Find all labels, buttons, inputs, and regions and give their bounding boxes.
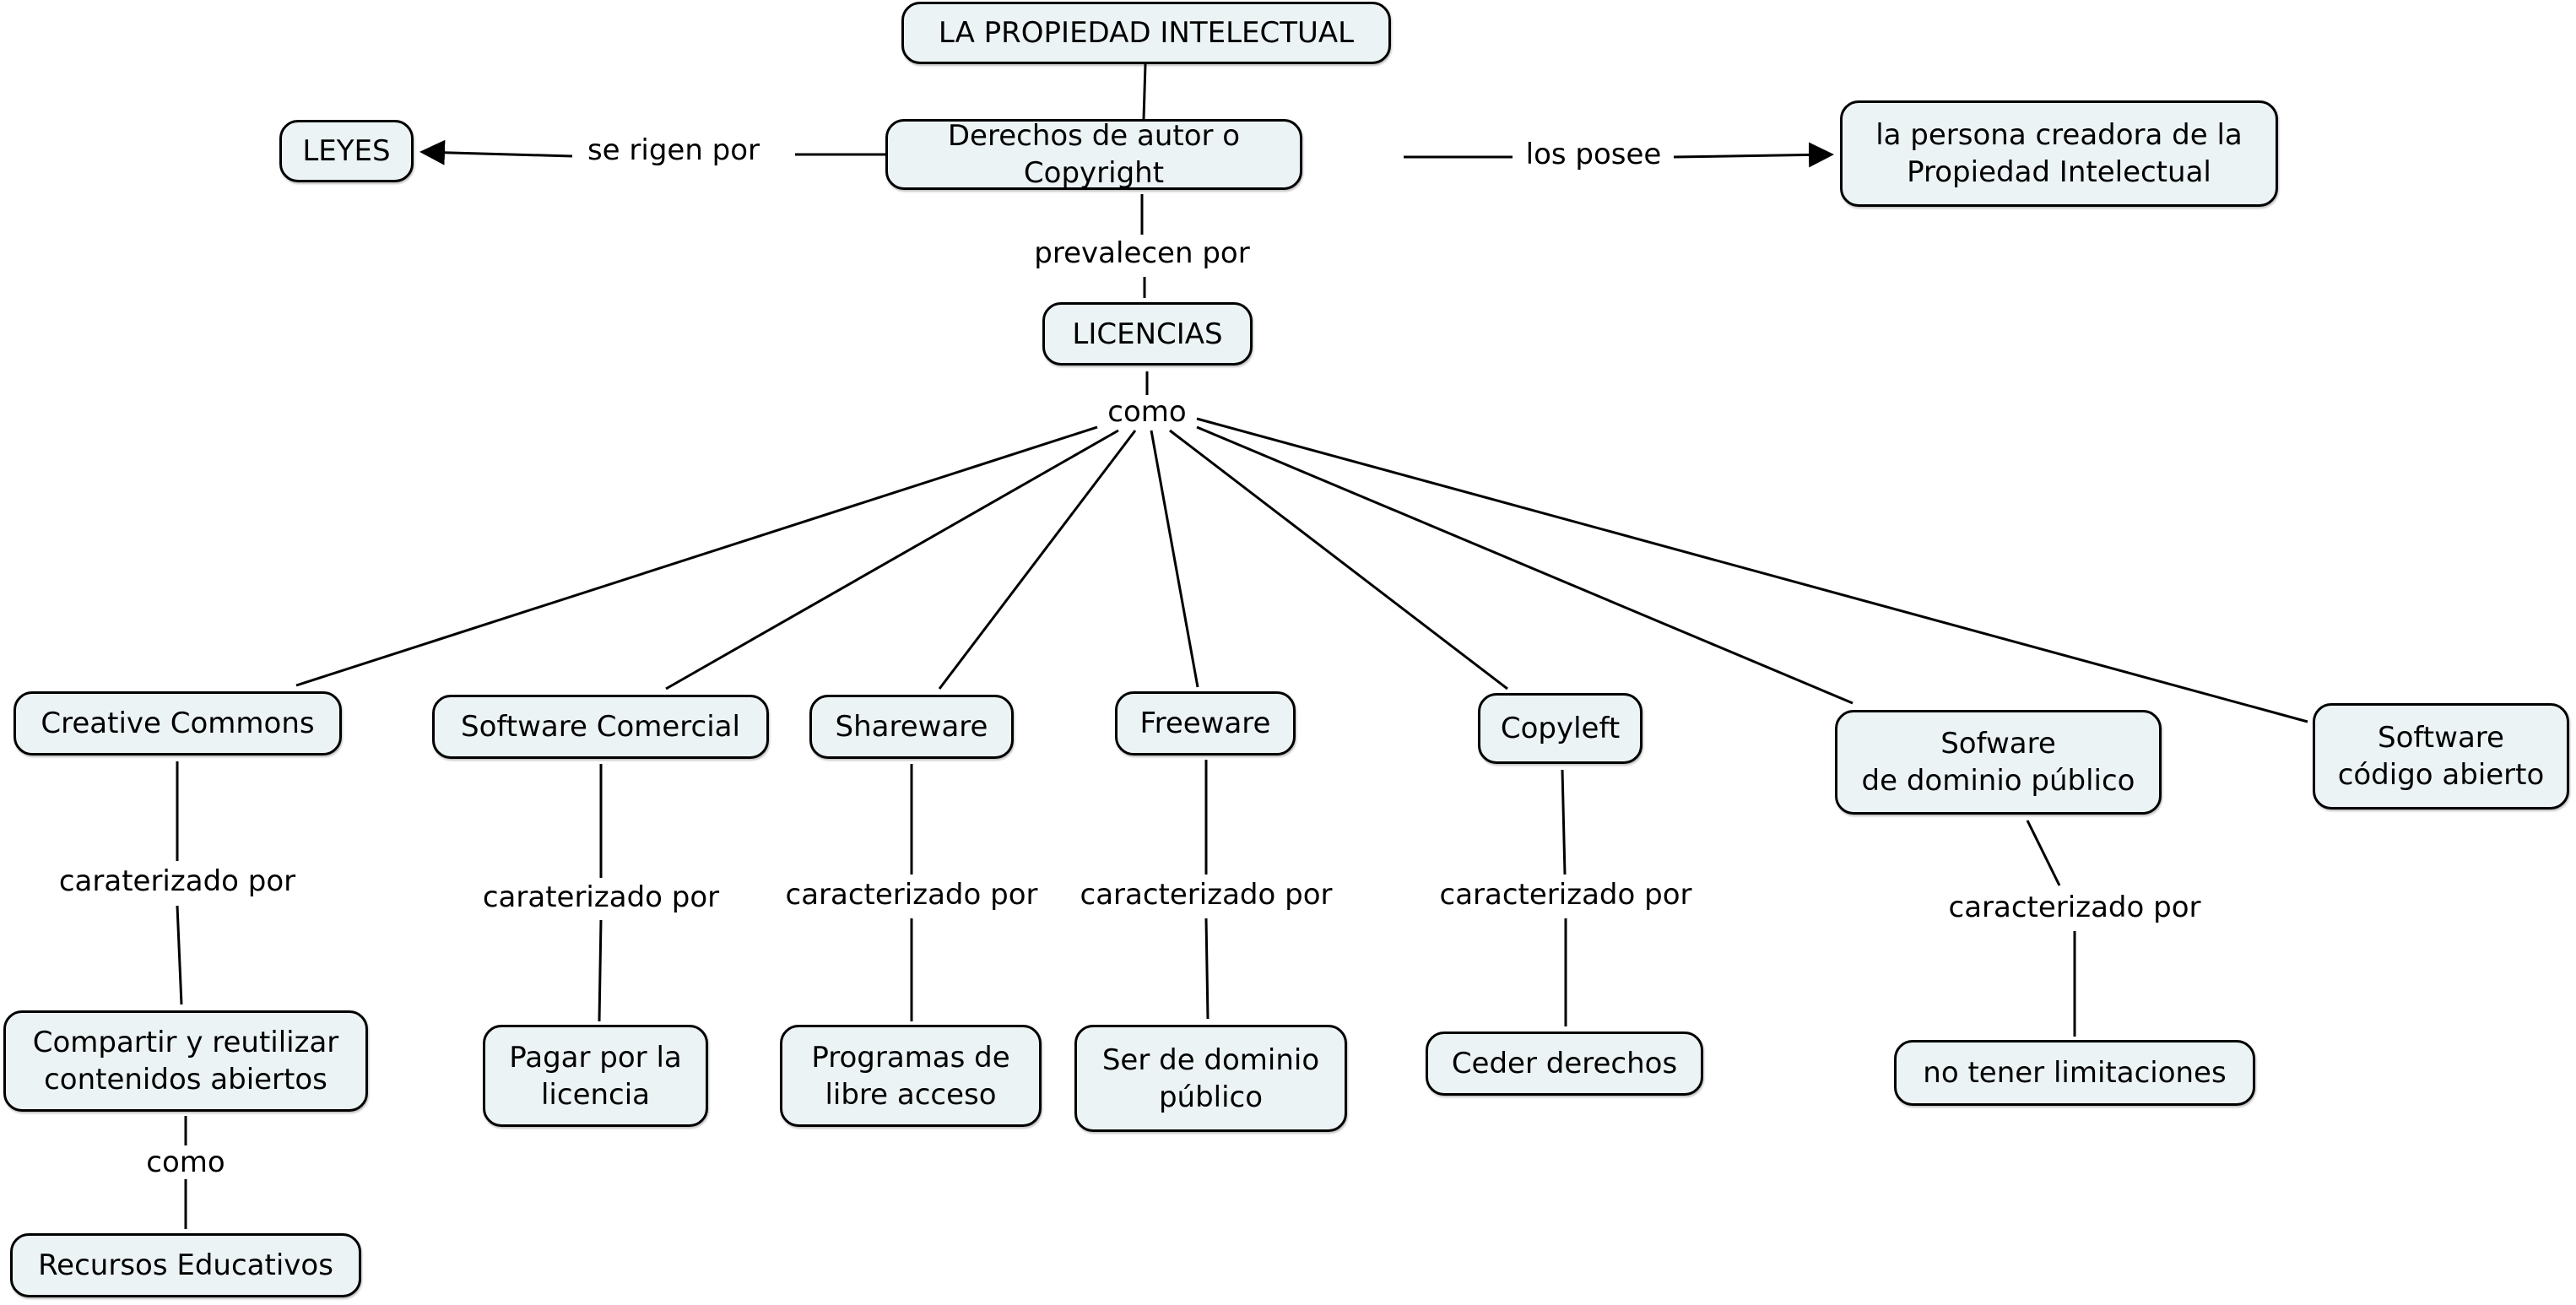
edge-como-shareware [938,430,1137,690]
node-software-codigo-abierto[interactable]: Software código abierto [2313,703,2569,810]
edge-losposee-persona [1673,142,1834,168]
edge-como-softwarecodigo [1196,417,2308,723]
edge-caract-pagar [598,919,603,1022]
link-label-cc-caraterizado: caraterizado por [53,864,301,898]
edge-como-creativecommons [295,425,1098,687]
node-derechos-de-autor[interactable]: Derechos de autor o Copyright [885,119,1302,190]
node-pagar-licencia[interactable]: Pagar por la licencia [483,1025,708,1127]
edge-como-softwarecomercial [665,429,1119,690]
node-programas-libre-acceso[interactable]: Programas de libre acceso [780,1025,1042,1127]
link-label-cl-caracterizado: caracterizado por [1434,878,1697,912]
node-persona-creadora[interactable]: la persona creadora de la Propiedad Inte… [1840,100,2278,207]
node-recursos-educativos[interactable]: Recursos Educativos [10,1233,361,1297]
node-compartir-reutilizar[interactable]: Compartir y reutilizar contenidos abiert… [3,1010,368,1112]
node-licencias[interactable]: LICENCIAS [1042,302,1253,366]
node-ser-dominio-publico[interactable]: Ser de dominio público [1074,1025,1347,1132]
edge-sd-caract [2026,820,2061,886]
node-no-tener-limitaciones[interactable]: no tener limitaciones [1894,1040,2255,1106]
node-leyes[interactable]: LEYES [279,120,414,182]
node-freeware[interactable]: Freeware [1115,691,1296,755]
edge-caract-ser [1204,918,1210,1020]
edge-como-copyleft [1169,429,1508,690]
edge-root-derechos [1142,63,1147,120]
edge-como-freeware [1150,430,1199,688]
node-sofware-dominio-publico[interactable]: Sofware de dominio público [1835,710,2162,815]
edge-caract-compartir [176,905,183,1005]
edge-cl-caract [1561,769,1567,875]
edge-como-sofwaredominio [1196,425,1854,705]
node-creative-commons[interactable]: Creative Commons [14,691,342,755]
link-label-fr-caracterizado: caracterizado por [1074,878,1338,912]
node-shareware[interactable]: Shareware [809,695,1014,759]
node-copyleft[interactable]: Copyleft [1478,693,1642,764]
link-label-como-recursos: como [141,1145,230,1179]
node-ceder-derechos[interactable]: Ceder derechos [1426,1032,1703,1096]
link-label-los-posee: los posee [1520,138,1667,171]
link-label-prevalecen-por: prevalecen por [1029,236,1255,270]
link-label-sc-caraterizado: caraterizado por [477,880,725,914]
link-label-como: como [1102,395,1192,429]
link-label-sh-caracterizado: caracterizado por [780,878,1043,912]
link-label-se-rigen-por: se rigen por [582,133,766,167]
node-la-propiedad-intelectual[interactable]: LA PROPIEDAD INTELECTUAL [901,2,1391,64]
edge-serigen-leyes [419,139,573,165]
link-label-sd-caracterizado: caracterizado por [1943,891,2206,924]
node-software-comercial[interactable]: Software Comercial [432,695,769,759]
